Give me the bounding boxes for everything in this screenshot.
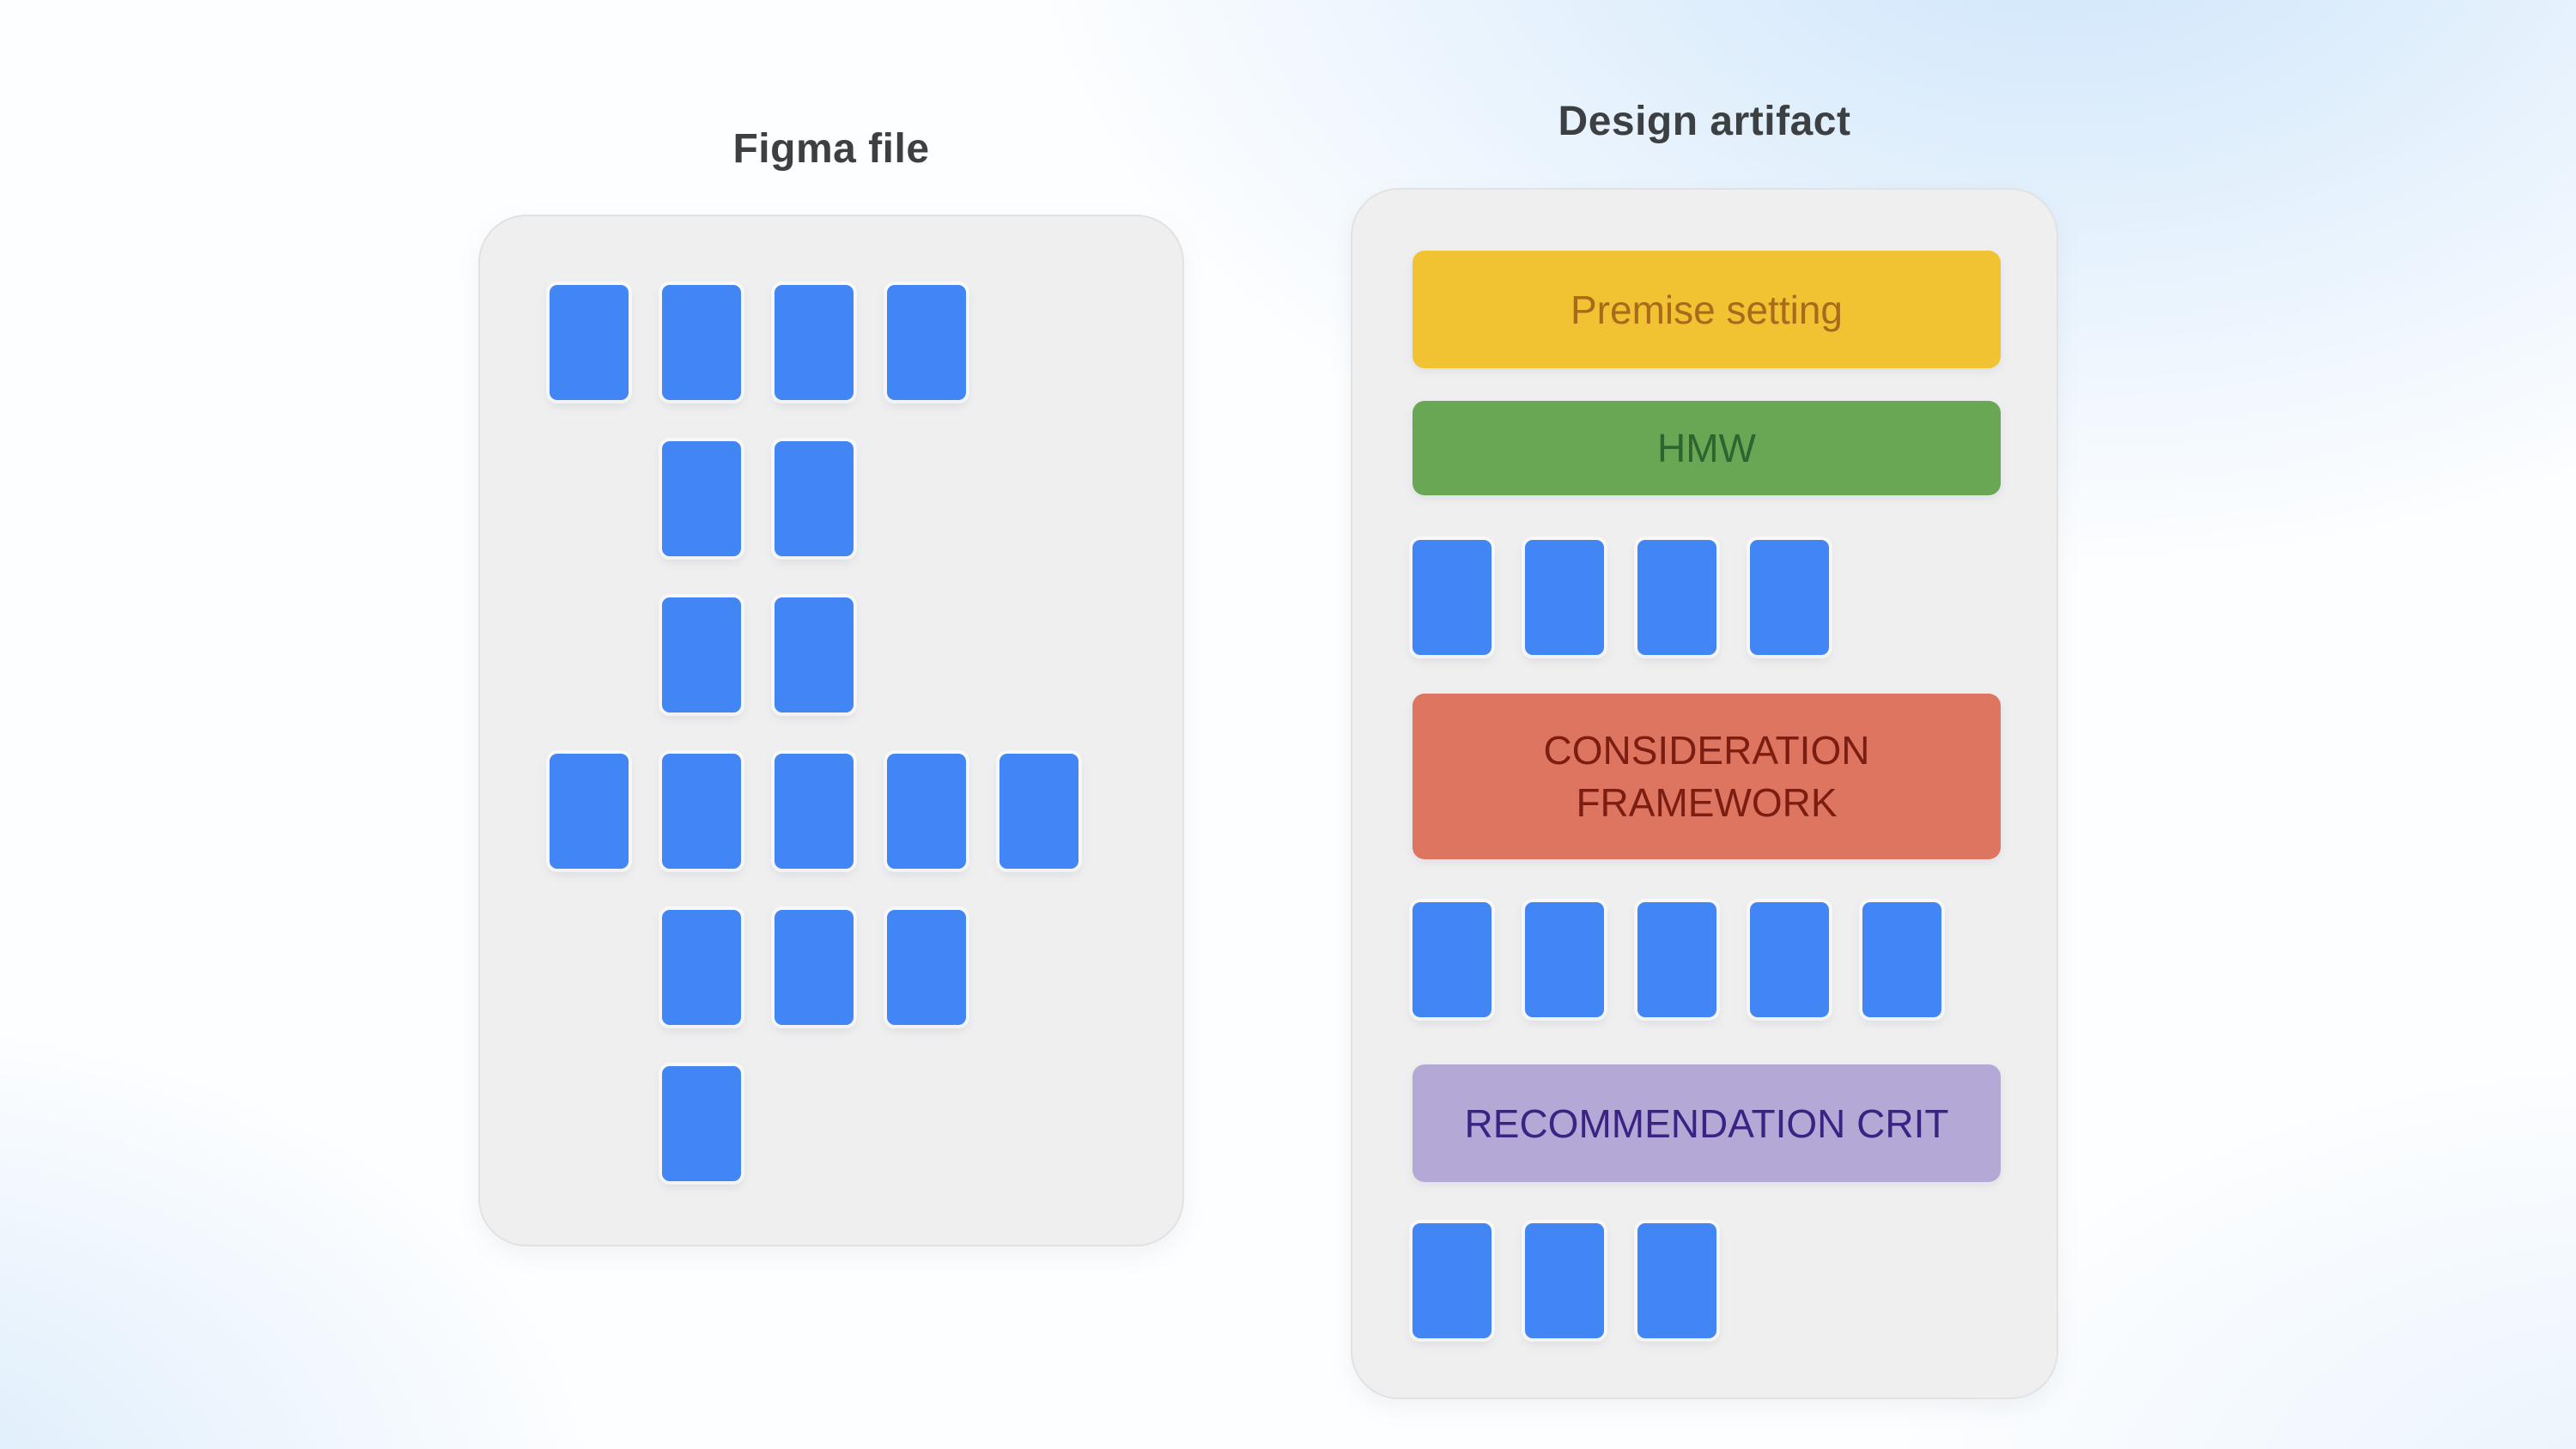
figma-file-panel — [478, 215, 1184, 1246]
artifact-block-tile — [1525, 540, 1604, 655]
figma-block-tile — [775, 441, 854, 556]
figma-block-tile — [550, 754, 629, 869]
recommendation-crit-bar-label: RECOMMENDATION CRIT — [1464, 1100, 1949, 1146]
figma-block-tile — [887, 910, 966, 1025]
figma-tile-row — [662, 1066, 741, 1181]
figma-block-tile — [775, 910, 854, 1025]
figma-block-tile — [775, 285, 854, 400]
artifact-block-tile — [1750, 540, 1829, 655]
hmw-bar-label: HMW — [1657, 426, 1756, 470]
artifact-tile-row — [1413, 540, 1829, 655]
figma-tile-row — [550, 754, 1078, 869]
artifact-block-tile — [1413, 1223, 1492, 1338]
artifact-block-tile — [1525, 1223, 1604, 1338]
consideration-framework-bar-label: CONSIDERATION FRAMEWORK — [1543, 727, 1870, 825]
artifact-tile-row — [1413, 902, 1941, 1017]
figma-tile-row — [662, 597, 854, 712]
figma-block-tile — [662, 597, 741, 712]
figma-block-tile — [662, 910, 741, 1025]
artifact-tile-row — [1413, 1223, 1716, 1338]
figma-block-tile — [887, 754, 966, 869]
artifact-block-tile — [1525, 902, 1604, 1017]
figma-block-tile — [775, 754, 854, 869]
premise-setting-bar: Premise setting — [1413, 251, 2001, 368]
artifact-block-tile — [1750, 902, 1829, 1017]
artifact-block-tile — [1637, 902, 1716, 1017]
figma-block-tile — [775, 597, 854, 712]
design-artifact-title: Design artifact — [1558, 99, 1851, 144]
figma-file-title: Figma file — [732, 126, 930, 172]
figma-tile-row — [550, 285, 966, 400]
recommendation-crit-bar: RECOMMENDATION CRIT — [1413, 1064, 2001, 1182]
hmw-bar: HMW — [1413, 401, 2001, 495]
figma-block-tile — [662, 285, 741, 400]
figma-block-tile — [550, 285, 629, 400]
figma-block-tile — [999, 754, 1078, 869]
figma-tile-row — [662, 441, 854, 556]
figma-block-tile — [662, 441, 741, 556]
premise-setting-bar-label: Premise setting — [1570, 287, 1843, 332]
artifact-block-tile — [1637, 1223, 1716, 1338]
consideration-framework-bar: CONSIDERATION FRAMEWORK — [1413, 694, 2001, 859]
figma-tile-row — [662, 910, 966, 1025]
artifact-block-tile — [1862, 902, 1941, 1017]
figma-block-tile — [887, 285, 966, 400]
figma-block-tile — [662, 1066, 741, 1181]
figma-block-tile — [662, 754, 741, 869]
artifact-block-tile — [1413, 902, 1492, 1017]
artifact-block-tile — [1637, 540, 1716, 655]
artifact-block-tile — [1413, 540, 1492, 655]
